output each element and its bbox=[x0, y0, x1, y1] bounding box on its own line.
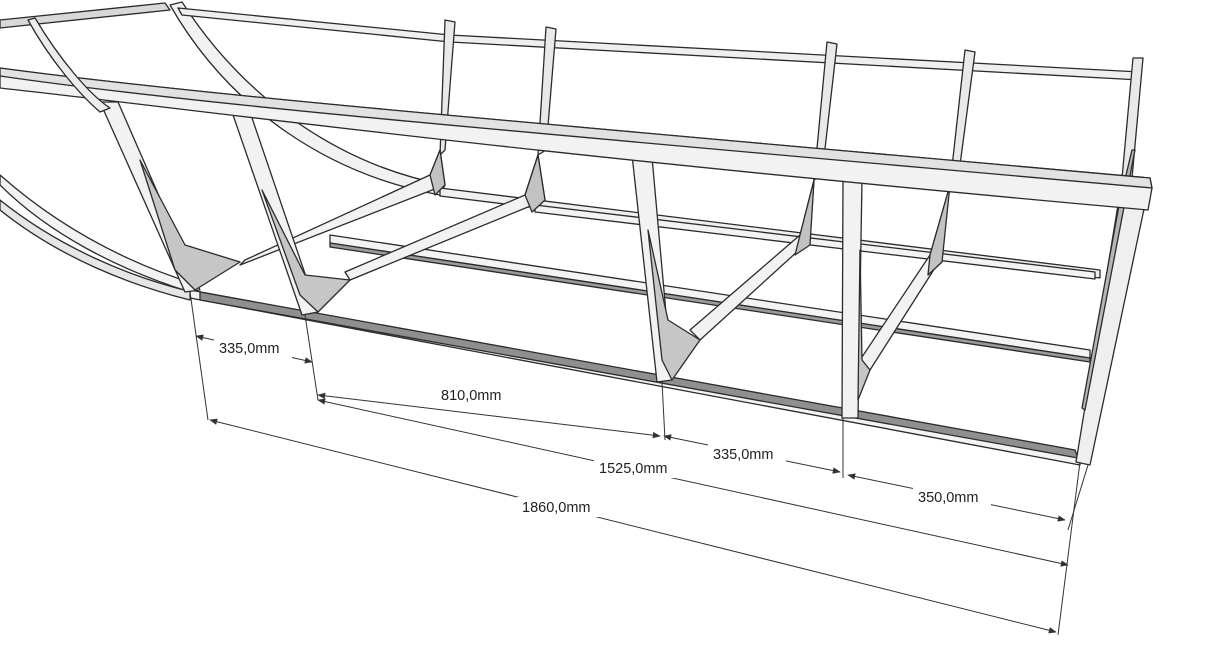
dim-line-1860 bbox=[209, 418, 1057, 634]
left-curved-frame bbox=[27, 17, 111, 113]
dim-line-1525 bbox=[317, 398, 1069, 567]
back-gunwale bbox=[177, 7, 1141, 81]
floor-frame-1-gusset bbox=[429, 149, 446, 196]
extension-line-b bbox=[304, 314, 319, 401]
top-rail-left bbox=[0, 2, 171, 29]
dimension-labels: 335,0mm 810,0mm 335,0mm 350,0mm 1525,0mm… bbox=[214, 338, 991, 517]
dim-label-1525: 1525,0mm bbox=[599, 461, 668, 477]
floor-frame-2-gusset bbox=[524, 154, 546, 213]
dimension-annotations bbox=[189, 291, 1089, 636]
dim-label-350: 350,0mm bbox=[918, 490, 978, 506]
transom bbox=[1075, 189, 1149, 466]
front-frame-2-gusset bbox=[261, 189, 351, 313]
gunwale-rail-front-top bbox=[0, 67, 1153, 189]
transom-inner bbox=[1081, 149, 1136, 411]
dim-label-335-first: 335,0mm bbox=[219, 341, 279, 357]
floor-frame-3-gusset bbox=[794, 179, 815, 256]
front-frame-1-gusset bbox=[139, 159, 241, 291]
extension-line-a bbox=[189, 291, 209, 421]
front-frame-3-gusset bbox=[647, 229, 701, 381]
extension-line-e bbox=[1057, 461, 1081, 636]
dim-label-810: 810,0mm bbox=[441, 388, 501, 404]
front-frame-4-gusset bbox=[857, 249, 871, 401]
extension-line-f bbox=[1067, 464, 1089, 531]
dim-label-1860: 1860,0mm bbox=[522, 500, 591, 516]
boat-frame-model bbox=[0, 1, 1153, 466]
stringer-upper bbox=[534, 204, 1096, 280]
extension-line-c bbox=[661, 381, 666, 441]
floor-frame-4-gusset bbox=[927, 184, 951, 276]
dim-label-335-second: 335,0mm bbox=[713, 447, 773, 463]
floor-frame-4 bbox=[859, 184, 951, 371]
